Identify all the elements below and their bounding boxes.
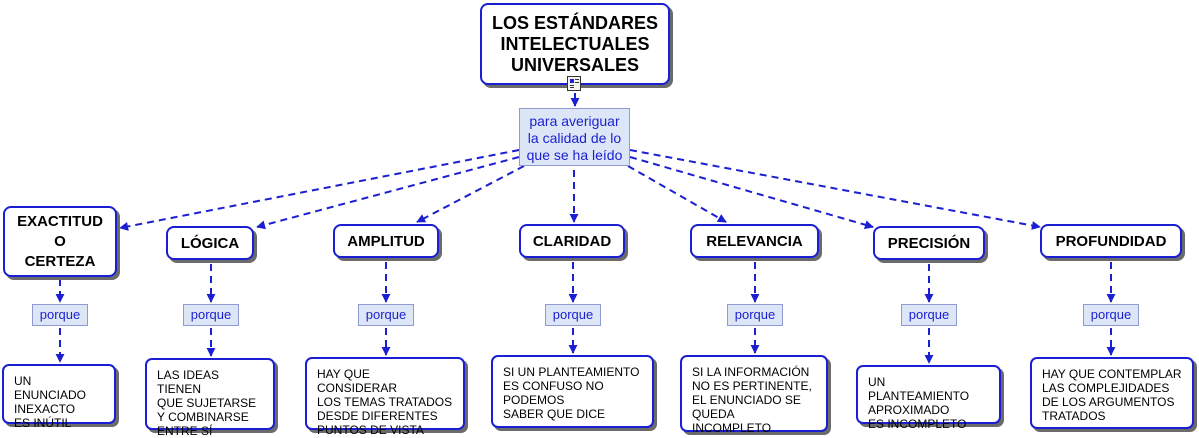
description-node-logica[interactable]: LAS IDEAS TIENEN QUE SUJETARSE Y COMBINA… [145,358,275,438]
document-icon[interactable] [567,76,581,91]
description-node-exactitud[interactable]: UN ENUNCIADO INEXACTO ES INÚTIL [2,364,116,430]
standard-node-relevancia[interactable]: RELEVANCIA [690,224,819,258]
description-node-claridad[interactable]: SI UN PLANTEAMIENTO ES CONFUSO NO PODEMO… [491,355,654,428]
porque-link-precision[interactable]: porque [901,304,957,326]
porque-link-profundidad[interactable]: porque [1083,304,1139,326]
porque-link-relevancia[interactable]: porque [727,304,783,326]
connector-to-exactitud-arrow [119,149,520,231]
standard-node-logica[interactable]: LÓGICA [166,226,254,260]
standard-node-profundidad[interactable]: PROFUNDIDAD [1040,224,1182,258]
standard-label: AMPLITUD [347,232,425,250]
description-node-precision[interactable]: UN PLANTEAMIENTO APROXIMADO ES INCOMPLET… [856,365,1001,431]
porque-link-amplitud[interactable]: porque [358,304,414,326]
standard-node-exactitud[interactable]: EXACTITUD O CERTEZA [3,206,117,277]
standard-node-claridad[interactable]: CLARIDAD [519,224,625,258]
standard-label: RELEVANCIA [706,232,803,250]
connector-to-logica-arrow [256,156,520,230]
connector-to-relevancia-arrow [627,165,727,223]
main-topic-node[interactable]: LOS ESTÁNDARES INTELECTUALES UNIVERSALES [480,3,670,85]
standard-label: EXACTITUD O CERTEZA [17,212,103,270]
main-topic-label: LOS ESTÁNDARES INTELECTUALES UNIVERSALES [491,12,659,75]
connector-to-profundidad-arrow [629,149,1041,230]
standard-node-amplitud[interactable]: AMPLITUD [333,224,439,258]
standard-label: PROFUNDIDAD [1055,232,1167,250]
connector-to-amplitud-arrow [416,165,525,223]
porque-link-logica[interactable]: porque [183,304,239,326]
connector-to-precision-arrow [629,156,874,230]
description-node-amplitud[interactable]: HAY QUE CONSIDERAR LOS TEMAS TRATADOS DE… [305,357,465,437]
description-node-profundidad[interactable]: HAY QUE CONTEMPLAR LAS COMPLEJIDADES DE … [1030,357,1194,429]
porque-link-exactitud[interactable]: porque [32,304,88,326]
standard-label: PRECISIÓN [887,234,971,252]
description-node-relevancia[interactable]: SI LA INFORMACIÓN NO ES PERTINENTE, EL E… [680,355,828,435]
standard-label: CLARIDAD [532,232,612,250]
standard-node-precision[interactable]: PRECISIÓN [873,226,985,260]
porque-link-claridad[interactable]: porque [545,304,601,326]
connector-phrase[interactable]: para averiguar la calidad de lo que se h… [519,108,630,166]
standard-label: LÓGICA [180,234,240,252]
